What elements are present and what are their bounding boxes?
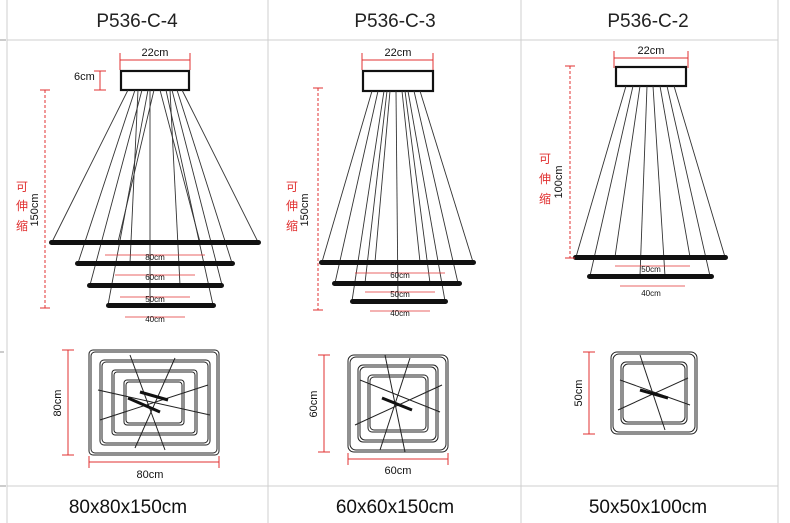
height-label: 150cm xyxy=(299,193,311,226)
edge-marks xyxy=(0,39,6,487)
ring-label-50cm: 50cm xyxy=(641,265,661,274)
ring-50cm xyxy=(573,255,728,260)
ring-label-50cm: 50cm xyxy=(390,290,410,299)
adjustable-char-3: 缩 xyxy=(286,218,298,233)
ceiling-canopy xyxy=(119,69,191,92)
ring-60cm xyxy=(75,261,235,266)
canopy-width-label: 22cm xyxy=(638,45,665,57)
canopy-height-label: 6cm xyxy=(74,71,95,83)
canopy-width-dimension xyxy=(119,53,191,70)
top-view-height-label: 80cm xyxy=(52,390,64,417)
adjustable-char-1: 可 xyxy=(539,152,551,166)
ring-label-50cm: 50cm xyxy=(145,295,165,304)
height-dimension xyxy=(565,65,575,259)
adjustable-char-1: 可 xyxy=(16,180,28,194)
ring-label-40cm: 40cm xyxy=(641,289,661,298)
suspension-wires xyxy=(51,89,259,306)
header-model-c3: P536-C-3 xyxy=(354,11,435,32)
ring-40cm xyxy=(587,274,714,279)
chandelier-c3-top-view: 60cm 60cm xyxy=(308,354,449,477)
canopy-width-dimension xyxy=(361,53,434,70)
table-grid xyxy=(6,0,779,523)
ring-dimension-lines xyxy=(355,272,445,312)
spec-size-c3: 60x60x150cm xyxy=(336,497,454,518)
top-view-height-label: 60cm xyxy=(308,391,320,418)
canopy-height-dimension xyxy=(94,70,106,91)
ring-dimension-lines xyxy=(105,254,205,318)
adjustable-char-2: 伸 xyxy=(16,199,28,213)
ring-label-40cm: 40cm xyxy=(390,309,410,318)
ring-label-80cm: 80cm xyxy=(145,253,165,262)
canopy-width-dimension xyxy=(613,51,689,68)
ring-label-60cm: 60cm xyxy=(390,271,410,280)
ring-50cm xyxy=(87,283,224,288)
spec-size-c2: 50x50x100cm xyxy=(589,497,707,518)
top-view-width-label: 60cm xyxy=(385,465,412,477)
ring-40cm xyxy=(350,299,448,304)
ring-60cm xyxy=(319,260,476,265)
height-label: 100cm xyxy=(553,165,565,198)
chandelier-c2-side-view: 22cm 50cm 40cm 可 伸 缩 100cm xyxy=(539,45,728,298)
chandelier-c4-side-view: 22cm 6cm xyxy=(16,47,261,324)
canopy-width-label: 22cm xyxy=(142,47,169,59)
ceiling-canopy xyxy=(361,69,435,93)
top-view-width-label: 80cm xyxy=(137,469,164,481)
top-view-height-label: 50cm xyxy=(573,380,585,407)
height-dimension xyxy=(40,89,50,309)
chandelier-c2-top-view: 50cm xyxy=(573,351,698,435)
adjustable-char-1: 可 xyxy=(286,180,298,194)
chandelier-c4-top-view: 80cm 80cm xyxy=(52,349,220,481)
suspension-wires xyxy=(575,85,726,277)
ring-label-60cm: 60cm xyxy=(145,273,165,282)
suspension-wires xyxy=(321,90,474,302)
chandelier-c3-side-view: 22cm 60cm 50cm 40cm xyxy=(286,47,476,318)
header-model-c2: P536-C-2 xyxy=(607,11,688,32)
ring-50cm xyxy=(332,281,462,286)
height-dimension xyxy=(313,87,323,311)
height-label: 150cm xyxy=(29,193,41,226)
ceiling-canopy xyxy=(614,65,688,88)
adjustable-char-3: 缩 xyxy=(539,191,551,206)
header-model-c4: P536-C-4 xyxy=(96,11,178,32)
canopy-width-label: 22cm xyxy=(385,47,412,59)
adjustable-char-2: 伸 xyxy=(539,172,551,186)
spec-size-c4: 80x80x150cm xyxy=(69,497,187,518)
adjustable-char-3: 缩 xyxy=(16,218,28,233)
ring-40cm xyxy=(106,303,216,308)
ring-80cm xyxy=(49,240,261,245)
ring-dimension-lines xyxy=(615,265,690,287)
ring-label-40cm: 40cm xyxy=(145,315,165,324)
adjustable-char-2: 伸 xyxy=(286,199,298,213)
